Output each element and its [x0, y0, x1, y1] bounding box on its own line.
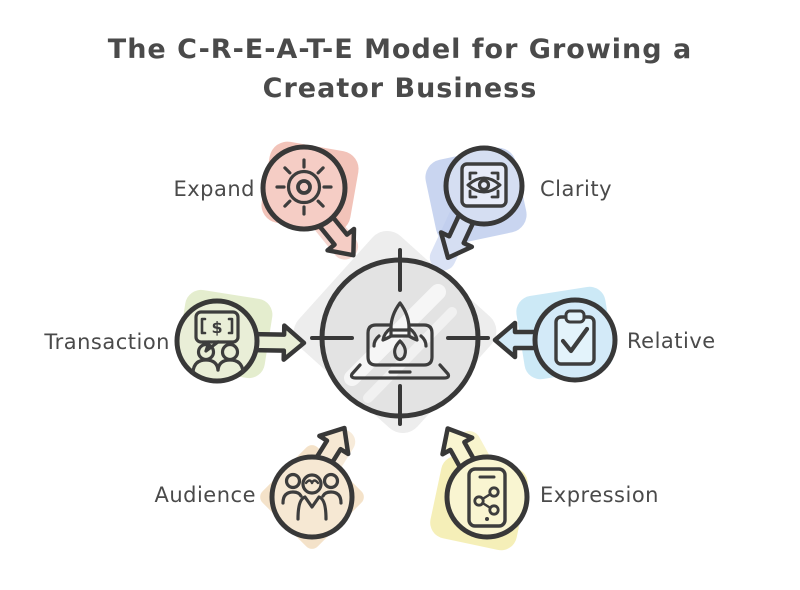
- expand-node: [260, 144, 348, 232]
- dollar-glyph: $: [211, 318, 222, 337]
- phone-share-icon: [467, 467, 507, 528]
- label-expression: Expression: [540, 483, 659, 507]
- arrows: [247, 206, 544, 474]
- clarity-arrow: [438, 211, 477, 261]
- transaction-node: $: [174, 298, 260, 384]
- label-expand: Expand: [173, 177, 255, 201]
- label-relative: Relative: [627, 329, 716, 353]
- expression-node: [444, 454, 530, 540]
- diagram-title: The C-R-E-A-T-E Model for Growing a Crea…: [107, 34, 693, 105]
- relative-node: [532, 297, 618, 383]
- center-node: [310, 248, 490, 426]
- label-clarity: Clarity: [540, 177, 612, 201]
- clarity-node: [443, 145, 525, 227]
- audience-node: [269, 454, 355, 540]
- people-group-icon: [281, 472, 343, 521]
- audience-circle: [269, 454, 355, 540]
- label-audience: Audience: [154, 483, 256, 507]
- sun-gear-icon: [275, 158, 333, 216]
- crosshair-ticks: [310, 248, 490, 426]
- clipboard-check-icon: [554, 309, 596, 366]
- rocket-launch-laptop-icon: [349, 301, 451, 380]
- eye-focus-frame-icon: [460, 162, 508, 208]
- money-chat-people-icon: $: [191, 310, 245, 374]
- label-transaction: Transaction: [44, 330, 170, 354]
